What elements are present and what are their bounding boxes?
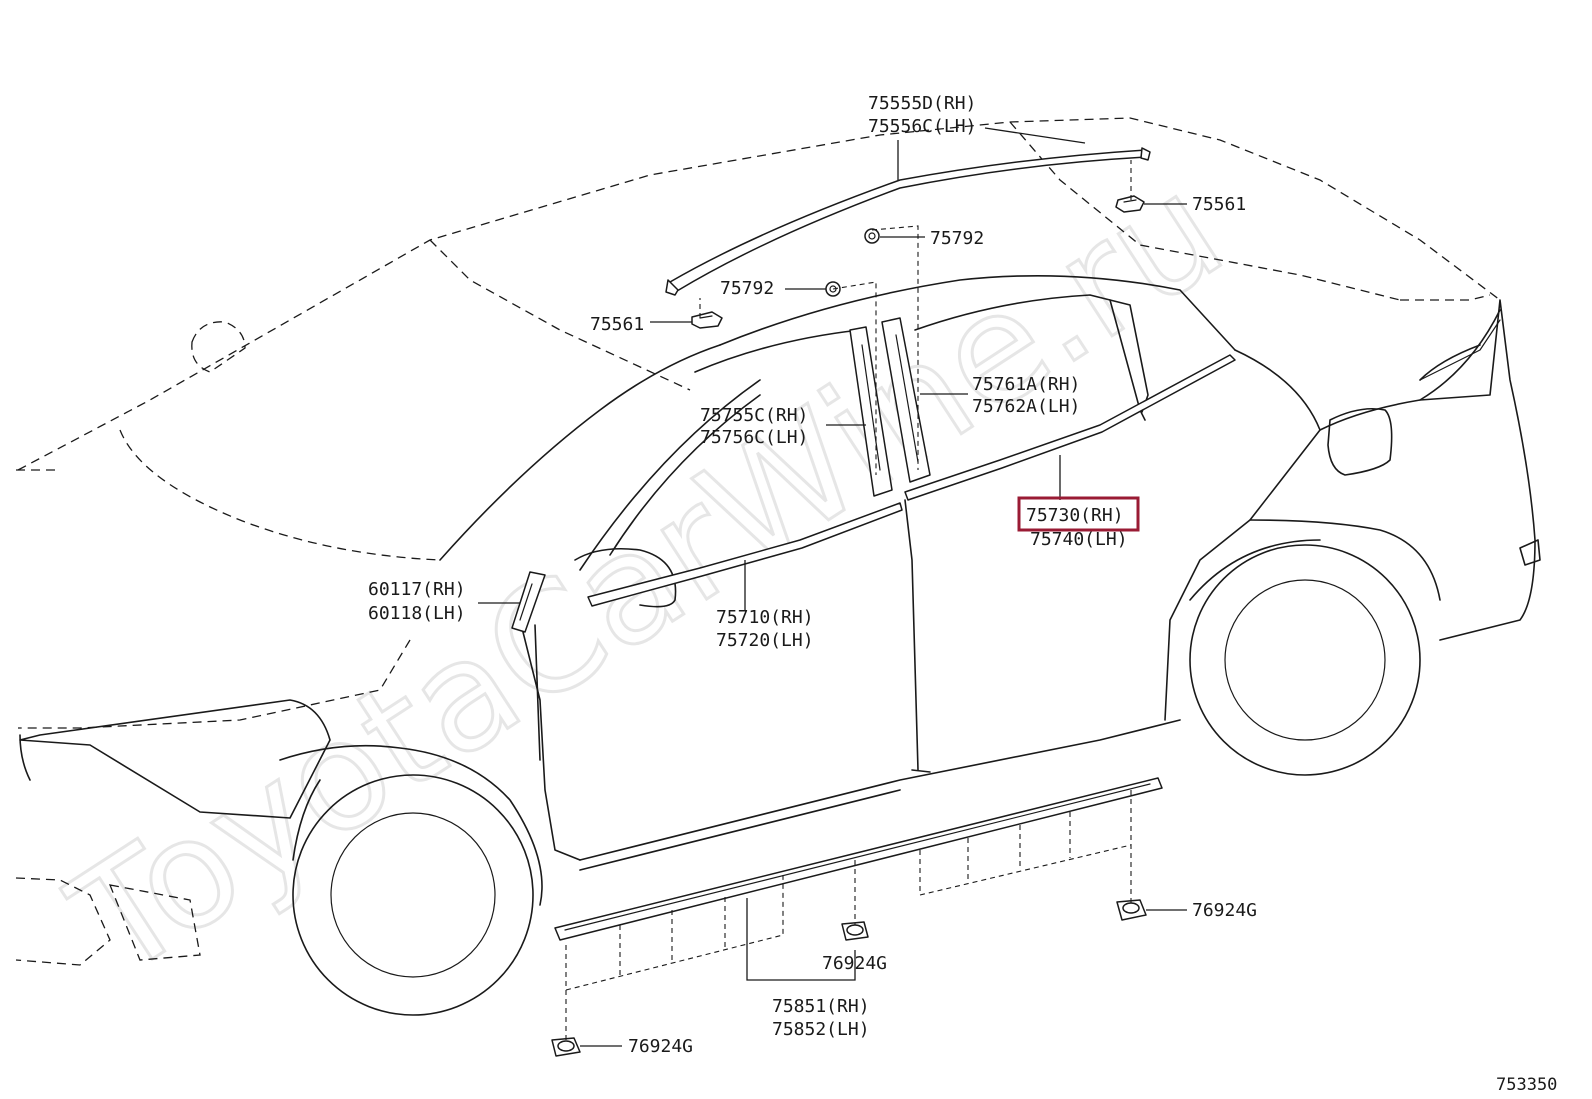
label-corner-cover-rh: 60117(RH): [368, 579, 466, 600]
label-front-pillar-garnish-rh: 75755C(RH): [700, 405, 808, 426]
label-roof-moulding-rh: 75555D(RH): [868, 93, 976, 114]
label-front-belt-moulding-lh: 75720(LH): [716, 630, 814, 651]
label-front-pillar-garnish-lh: 75756C(LH): [700, 427, 808, 448]
label-clip-front: 75561: [590, 314, 644, 335]
clip-rear: [1115, 195, 1145, 213]
nut-upper: [864, 228, 880, 244]
label-grommet-middle: 76924G: [822, 953, 887, 974]
roof-moulding-rear-end: [1140, 147, 1151, 161]
roof-moulding-front-end: [665, 279, 679, 296]
label-clip-rear: 75561: [1192, 194, 1246, 215]
label-rear-pillar-garnish-rh: 75761A(RH): [972, 374, 1080, 395]
leader-lines: [478, 127, 1187, 1047]
label-grommet-right: 76924G: [1192, 900, 1257, 921]
rocker-panel-moulding: [554, 777, 1163, 941]
label-rear-belt-moulding-rh: 75730(RH): [1026, 505, 1124, 526]
label-corner-cover-lh: 60118(LH): [368, 603, 466, 624]
front-door-belt-moulding: [587, 502, 903, 607]
label-grommet-left: 76924G: [628, 1036, 693, 1057]
grommet-left: [551, 1037, 581, 1057]
front-door-corner-cover: [511, 571, 546, 633]
label-nut-upper: 75792: [930, 228, 984, 249]
label-rocker-moulding-lh: 75852(LH): [772, 1019, 870, 1040]
label-front-belt-moulding-rh: 75710(RH): [716, 607, 814, 628]
label-roof-moulding-lh: 75556C(LH): [868, 116, 976, 137]
label-rear-belt-moulding-lh: 75740(LH): [1030, 529, 1128, 550]
front-wheel: [292, 774, 534, 1016]
watermark-text: ToyotaCarWine.ru: [44, 142, 1252, 1011]
label-nut-lower: 75792: [720, 278, 774, 299]
grommet-right: [1116, 899, 1147, 921]
highlight-box: [1017, 496, 1140, 532]
clip-front: [691, 311, 723, 329]
rear-door-belt-moulding: [904, 354, 1236, 501]
label-rocker-moulding-rh: 75851(RH): [772, 996, 870, 1017]
label-rear-pillar-garnish-lh: 75762A(LH): [972, 396, 1080, 417]
diagram-code: 753350: [1496, 1075, 1557, 1095]
fastener-guides: [565, 160, 1132, 1040]
rear-wheel: [1189, 544, 1421, 776]
